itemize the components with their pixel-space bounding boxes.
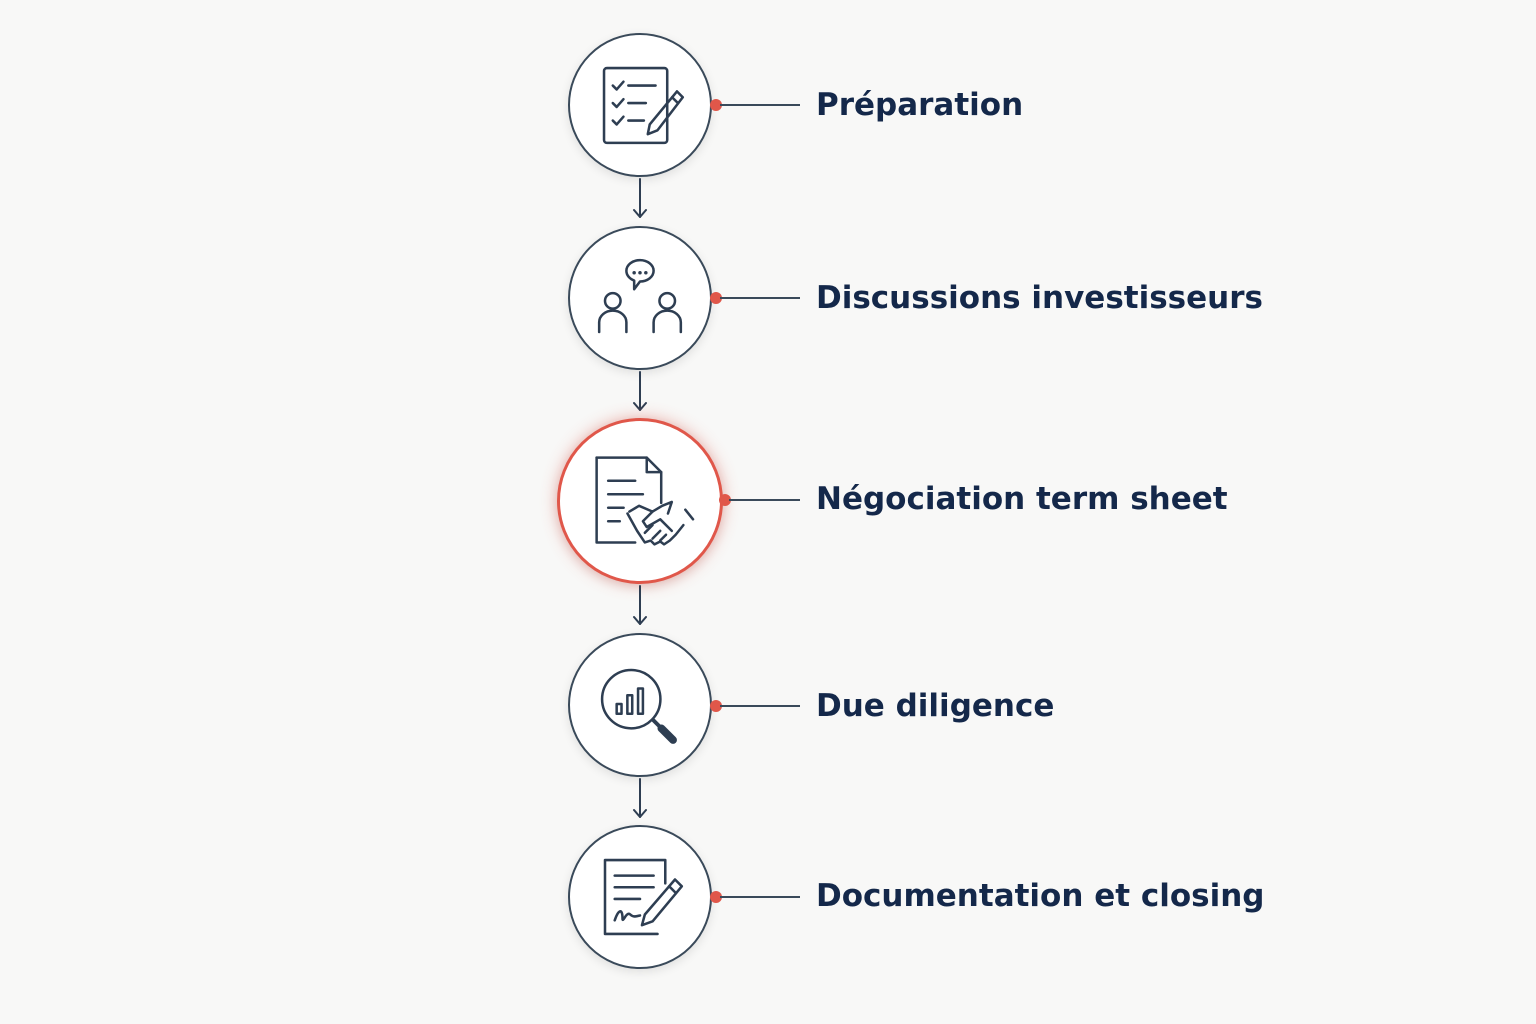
step-node-preparation	[568, 33, 712, 177]
arrow-down-icon	[633, 585, 647, 625]
connector-line	[720, 705, 800, 707]
document-signature-icon	[603, 858, 684, 936]
step-node-discussions	[568, 226, 712, 370]
step-node-documentation	[568, 825, 712, 969]
arrow-down-icon	[633, 778, 647, 818]
step-node-negociation	[557, 418, 723, 584]
connector-dot	[710, 292, 722, 304]
arrow-down-icon	[633, 178, 647, 218]
step-label-negociation: Négociation term sheet	[816, 481, 1228, 517]
connector-line	[720, 896, 800, 898]
step-label-discussions: Discussions investisseurs	[816, 280, 1263, 316]
checklist-pencil-icon	[602, 66, 685, 145]
connector-line	[729, 499, 800, 501]
magnifier-chart-icon	[600, 668, 677, 744]
step-label-preparation: Préparation	[816, 87, 1024, 123]
connector-dot	[719, 494, 731, 506]
step-node-due-diligence	[568, 633, 712, 777]
connector-dot	[710, 700, 722, 712]
connector-dot	[710, 99, 722, 111]
connector-line	[720, 104, 800, 106]
connector-line	[720, 297, 800, 299]
step-label-due-diligence: Due diligence	[816, 688, 1055, 724]
step-label-documentation: Documentation et closing	[816, 878, 1265, 914]
people-chat-icon	[597, 258, 683, 334]
document-handshake-icon	[595, 456, 695, 546]
connector-dot	[710, 891, 722, 903]
arrow-down-icon	[633, 371, 647, 411]
